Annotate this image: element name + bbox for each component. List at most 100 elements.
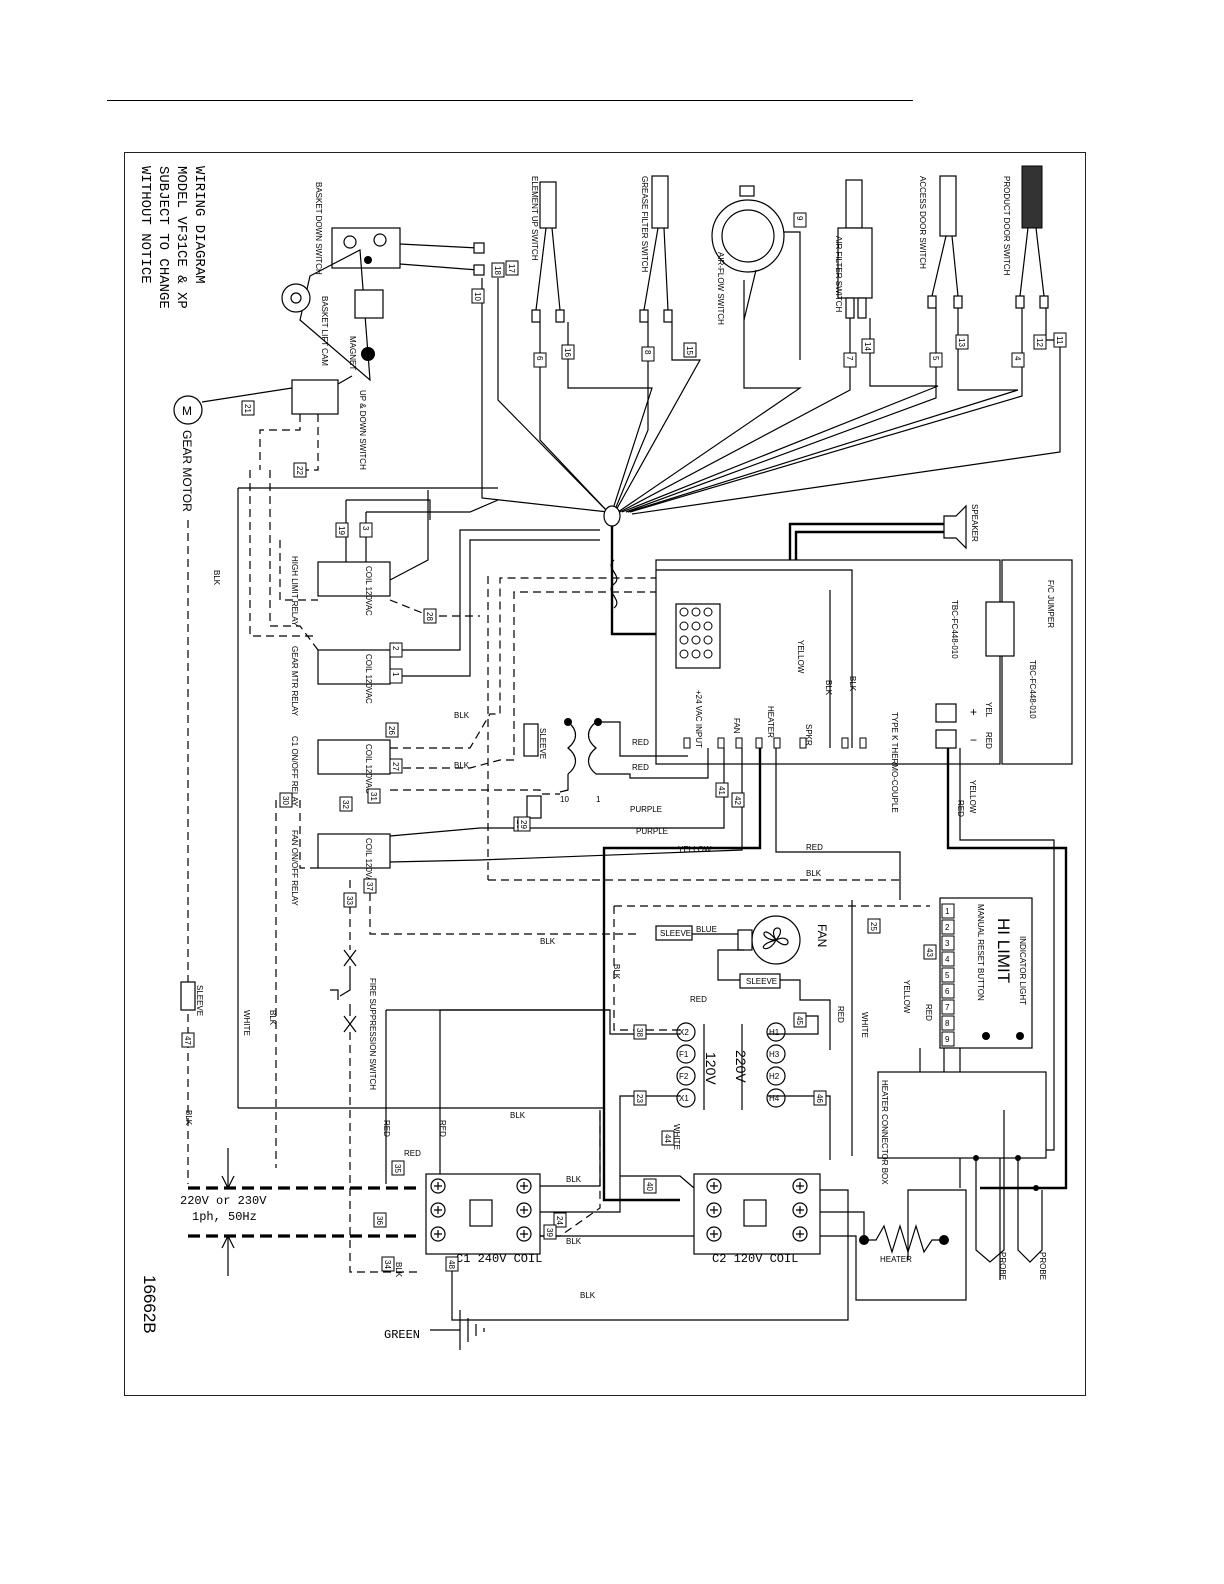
wire-tag <box>1011 352 1025 368</box>
svg-text:RED: RED <box>632 738 649 747</box>
title-line-1: WIRING DIAGRAM <box>191 166 207 284</box>
contactor-wiring: BLK BLK BLK BLK <box>394 1110 967 1321</box>
fire-suppression-switch: FIRE SUPPRESSION SWITCH <box>330 949 420 1273</box>
svg-text:INDICATOR LIGHT: INDICATOR LIGHT <box>1018 936 1027 1005</box>
wire-tag <box>955 334 969 350</box>
wire-tag-number: 46 <box>815 1094 824 1103</box>
svg-text:RED: RED <box>382 1120 391 1137</box>
svg-text:RED: RED <box>438 1120 447 1137</box>
controller-board: TBC-FC448-010 +24 VAC INPUT FAN HEATER S… <box>655 559 1001 813</box>
wire-tag <box>389 668 403 684</box>
controller-output-wiring: YELLOW RED BLK YELLOW YELLOW RED BLK BLK <box>488 569 1068 1202</box>
svg-text:RED: RED <box>632 763 649 772</box>
grease-filter-switch: GREASE FILTER SWITCH <box>639 175 673 323</box>
svg-text:PRODUCT DOOR SWITCH: PRODUCT DOOR SWITCH <box>1002 176 1011 276</box>
transformer-tap <box>676 1088 696 1108</box>
svg-text:TYPE K THERMO-COUPLE: TYPE K THERMO-COUPLE <box>890 712 899 813</box>
wire-tag <box>1033 334 1047 350</box>
wire-tag-number: 41 <box>717 786 726 795</box>
wire-tag-number: 8 <box>643 350 652 355</box>
svg-text:BLK: BLK <box>566 1175 582 1184</box>
svg-text:WHITE: WHITE <box>242 1010 251 1036</box>
hi-limit-terminal-label: 4 <box>945 955 950 964</box>
svg-text:ACCESS DOOR SWITCH: ACCESS DOOR SWITCH <box>918 176 927 269</box>
svg-text:BLK: BLK <box>394 1262 403 1278</box>
wire-tag <box>553 1212 567 1228</box>
wire-tag <box>633 1090 647 1106</box>
hi-limit-terminal <box>941 951 955 967</box>
wire-tag <box>181 1032 195 1048</box>
wire-tag <box>293 462 307 478</box>
svg-text:COIL 120VAC: COIL 120VAC <box>364 654 373 704</box>
basket-down-label: BASKET DOWN SWITCH <box>314 182 323 275</box>
wire-tag-number: 16 <box>563 348 572 357</box>
svg-text:SPKR: SPKR <box>804 724 813 746</box>
svg-text:COIL 120VAC: COIL 120VAC <box>364 566 373 616</box>
contactor-c2: C2 120V COIL <box>693 1173 821 1266</box>
svg-text:YELLOW: YELLOW <box>902 980 911 1014</box>
title-line-4: WITHOUT NOTICE <box>137 166 153 284</box>
wire-tag <box>561 344 575 360</box>
svg-text:PURPLE: PURPLE <box>630 805 662 814</box>
svg-text:HIGH LIMIT RELAY: HIGH LIMIT RELAY <box>290 556 299 627</box>
wire-tag-number: 31 <box>369 792 378 801</box>
svg-text:PURPLE: PURPLE <box>636 827 668 836</box>
power-supply: 220V or 230V 1ph, 50Hz <box>180 1148 420 1276</box>
svg-text:YELLOW: YELLOW <box>678 845 712 854</box>
hi-limit-terminal-label: 6 <box>945 987 950 996</box>
transformer-tap <box>766 1066 786 1086</box>
svg-text:AIR-FLOW SWITCH: AIR-FLOW SWITCH <box>716 252 725 325</box>
wire-tag-number: 5 <box>931 356 940 361</box>
svg-text:PROBE: PROBE <box>998 1252 1007 1280</box>
svg-text:BLK: BLK <box>566 1237 582 1246</box>
hi-limit-terminal <box>941 919 955 935</box>
drawing-number: 16662B <box>140 1275 159 1334</box>
svg-text:HEATER: HEATER <box>880 1255 912 1264</box>
hi-limit-terminal-label: 9 <box>945 1035 950 1044</box>
wire-tag <box>363 878 377 894</box>
wire-tag <box>343 892 357 908</box>
wire-tag <box>715 782 729 798</box>
svg-text:SLEEVE: SLEEVE <box>538 728 547 759</box>
wire-tag-number: 4 <box>1013 356 1022 361</box>
wire-tag-number: 1 <box>391 672 400 677</box>
transformer-tap <box>676 1066 696 1086</box>
title-block: WIRING DIAGRAM MODEL VF31CE & XP SUBJECT… <box>137 166 207 309</box>
wire-tag <box>391 1160 405 1176</box>
wire-tag <box>279 792 293 808</box>
access-door-switch: ACCESS DOOR SWITCH <box>918 175 963 309</box>
wire-tag-number: 39 <box>545 1228 554 1237</box>
wire-tag-number: 10 <box>473 292 482 301</box>
svg-text:C2 120V COIL: C2 120V COIL <box>712 1252 798 1266</box>
svg-text:FAN ON/OFF RELAY: FAN ON/OFF RELAY <box>290 830 299 907</box>
wire-tag <box>861 338 875 354</box>
svg-text:ELEMENT UP SWITCH: ELEMENT UP SWITCH <box>530 176 539 261</box>
lift-cam-label: BASKET LIFT CAM <box>320 296 329 366</box>
transformer-tap-label: X1 <box>679 1094 689 1103</box>
wire-tag-number: 36 <box>375 1216 384 1225</box>
wire-tag <box>367 788 381 804</box>
wire-tag-number: 43 <box>925 948 934 957</box>
wire-tag <box>389 642 403 658</box>
fan: FAN SLEEVE BLUE SLEEVE <box>655 915 831 1050</box>
hi-limit-terminal-label: 7 <box>945 1003 950 1012</box>
transformer-tap <box>766 1088 786 1108</box>
wire-tag <box>445 1256 459 1272</box>
svg-text:WHITE: WHITE <box>860 1012 869 1038</box>
transformer-tap <box>676 1022 696 1042</box>
wire-tag <box>843 352 857 368</box>
hi-limit-terminal-label: 8 <box>945 1019 950 1028</box>
wire-tag-number: 34 <box>383 1260 392 1269</box>
wire-tag <box>793 1012 807 1028</box>
relay-wire-labels: BLK BLK PURPLE PURPLE BLK <box>454 711 668 946</box>
wire-tag-number: 42 <box>733 796 742 805</box>
fan-relay: FAN ON/OFF RELAY COIL 120VAC <box>290 830 391 907</box>
svg-text:FIRE SUPPRESSION SWITCH: FIRE SUPPRESSION SWITCH <box>368 978 377 1090</box>
wire-tag-number: 18 <box>493 266 502 275</box>
wire-tag <box>533 352 547 368</box>
wire-tag <box>359 522 373 538</box>
air-filter-switch: AIR FILTER SWITCH <box>834 179 873 319</box>
svg-text:1: 1 <box>596 795 601 804</box>
hi-limit-terminal-label: 2 <box>945 923 950 932</box>
